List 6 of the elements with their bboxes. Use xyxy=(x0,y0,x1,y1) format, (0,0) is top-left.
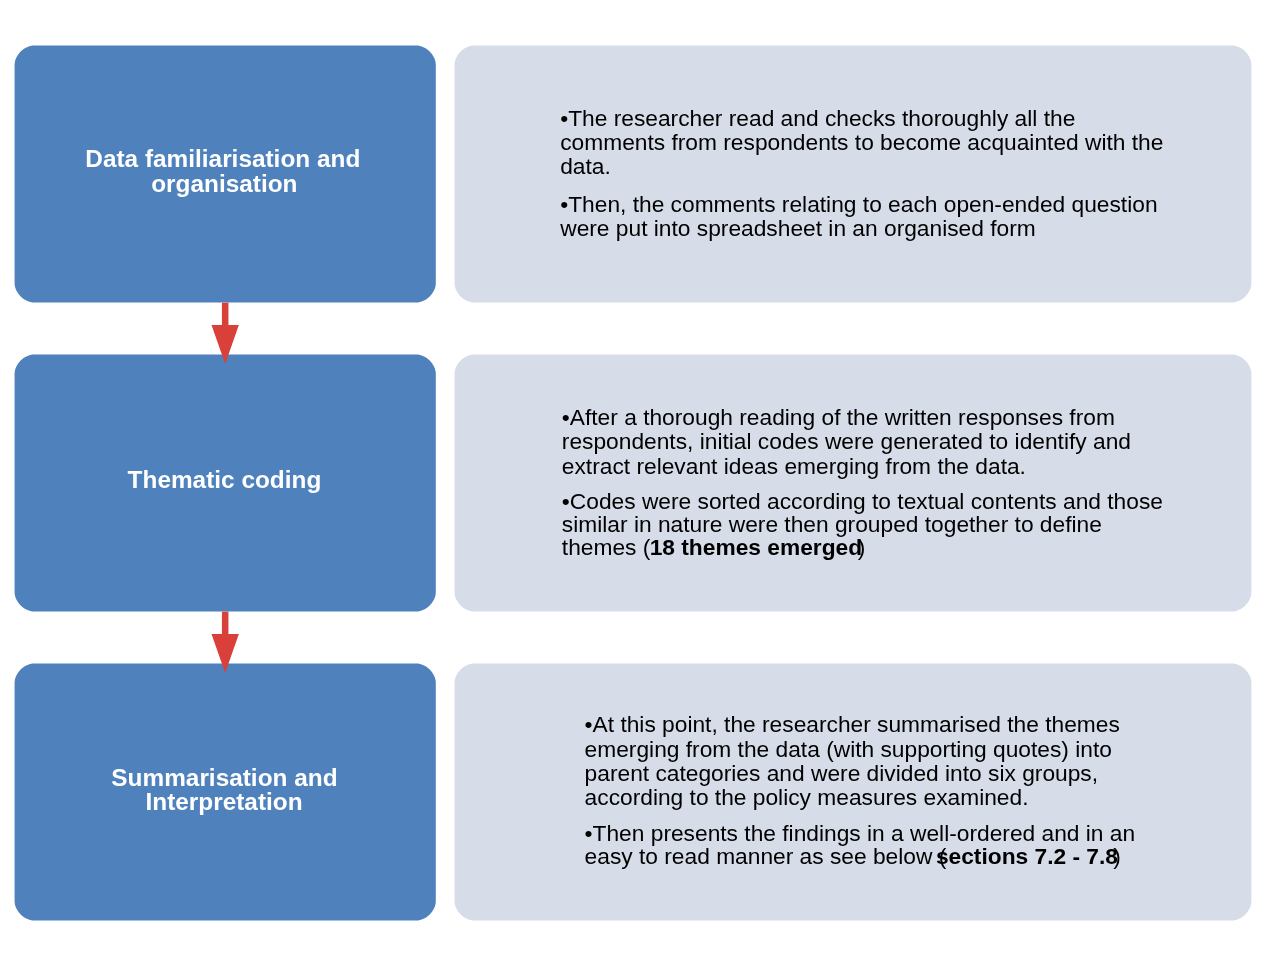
node-box: •The researcher read and checks thoroughly all the comments from respondents to become acquainted with the data. •Then, the comments relating to each open-ended question were put into spreadsheet in an organised form xyxy=(454,45,1252,302)
arrow xyxy=(211,611,239,673)
node-box: Data familiarisation and organisation xyxy=(14,45,436,302)
arrow xyxy=(211,302,239,364)
node-box: Summarisation and Interpretation xyxy=(14,663,436,920)
node-box: Thematic coding xyxy=(14,354,436,611)
